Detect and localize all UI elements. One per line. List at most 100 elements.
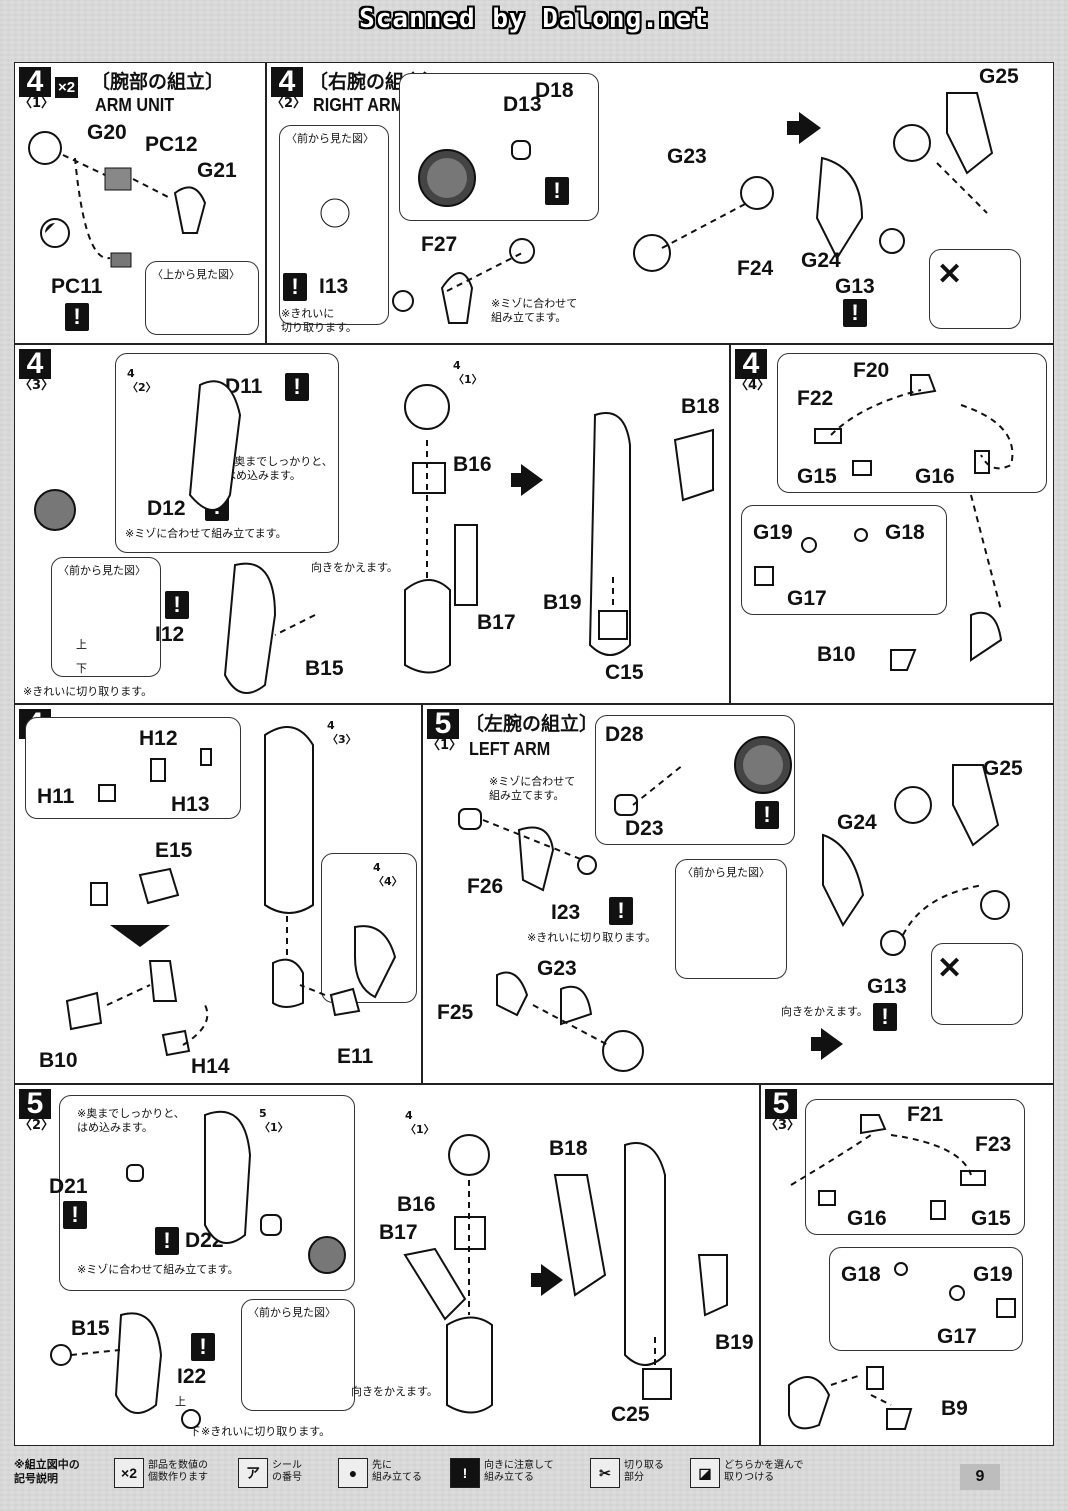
note-turn: 向きをかえます。 [781,1005,868,1018]
note-press: ※奥までしっかりと、 はめ込みます。 [225,455,333,482]
part-label: G24 [801,249,841,272]
part-label: B19 [543,591,582,614]
part-label: B15 [71,1317,110,1340]
inset-lower [829,1247,1023,1351]
part-label: B15 [305,657,344,680]
part-diagram [34,380,714,694]
front-view-inset: 〈前から見た図〉 [241,1299,355,1411]
part-diagram [50,1110,728,1429]
part-label: F23 [975,1133,1012,1156]
part-label: F27 [421,233,458,256]
part-label: I23 [551,901,581,924]
step-marker: 4〈1〉 [19,65,55,111]
part-label: F22 [797,387,834,410]
caution-icon: ! [609,897,633,925]
part-label: C25 [611,1403,650,1426]
part-diagram [458,736,1010,1072]
part-label: G25 [983,757,1023,780]
caution-icon: ! [165,591,189,619]
part-label: G18 [885,521,925,544]
panel-step-4-5: 4〈5〉 H12 H11 H13 E15 B10 H14 E11 4 〈3〉 4… [14,704,422,1084]
caution-icon: ! [545,177,569,205]
part-label: G17 [937,1325,977,1348]
panel-step-4-4: 4〈4〉 F20 F22 G15 G16 G19 G18 G17 B10 [730,344,1054,704]
part-label: D11 [225,375,263,398]
sticker-icon: ア [238,1458,268,1488]
panel-step-5-3: 5〈3〉 F21 F23 G16 G15 G18 G19 G17 B9 [760,1084,1054,1446]
part-label: G17 [787,587,827,610]
part-label: B9 [941,1397,968,1420]
part-label: G15 [797,465,837,488]
flow-arrow-bar [531,1273,543,1287]
caution-icon: ! [450,1458,480,1488]
part-label: B19 [715,1331,754,1354]
panel-step-5-2: 5〈2〉 ※奥までしっかりと、 はめ込みます。 5 〈1〉 D21 ! ! D2… [14,1084,760,1446]
part-diagram [65,726,397,1057]
page-number: 9 [960,1464,1000,1490]
flow-arrow [821,1028,843,1060]
part-label: B18 [549,1137,588,1160]
top-view-inset: 〈上から見た図〉 [145,261,259,335]
hand-inset [25,717,241,819]
step-marker: 5〈3〉 [765,1087,801,1133]
reference-step: 4 〈1〉 [453,359,483,386]
part-diagram [28,131,207,268]
part-label: G25 [979,65,1019,88]
step-marker: 4〈2〉 [271,65,307,111]
part-label: H11 [37,785,75,808]
note-turn: 向きをかえます。 [311,561,398,574]
wrong-orientation-inset [929,249,1021,329]
step-marker: 5〈2〉 [19,1087,55,1133]
flow-arrow-bar [811,1037,823,1051]
part-label: G24 [837,811,877,834]
caution-icon: ! [283,273,307,301]
part-label: G19 [973,1263,1013,1286]
part-label: C15 [605,661,644,684]
panel-step-4-1: 4〈1〉 ×2 〔腕部の組立〕 ARM UNIT G20 PC12 G21 PC… [14,62,266,344]
part-diagram [320,92,994,324]
panel-step-5-1: 5〈1〉 〔左腕の組立〕 LEFT ARM D28 D23 ! ※ミゾに合わせて… [422,704,1054,1084]
part-label: D21 [49,1175,88,1198]
part-label: D28 [605,723,644,746]
part-label: G19 [753,521,793,544]
part-label: F24 [737,257,774,280]
part-label: E15 [155,839,193,862]
part-label: G13 [867,975,907,998]
part-label: G23 [537,957,577,980]
part-label: B10 [817,643,856,666]
part-label: PC11 [51,275,103,298]
note-groove: ※ミゾに合わせて組み立てます。 [77,1263,239,1276]
inset-lower [741,505,947,615]
inset-upper [805,1099,1025,1235]
part-label: F20 [853,359,890,382]
part-label: G18 [841,1263,881,1286]
caution-icon: ! [285,373,309,401]
wrong-mark-icon: ✕ [937,952,963,985]
note-groove: ※ミゾに合わせて 組み立てます。 [489,775,576,802]
part-label: PC12 [145,133,198,156]
panel-step-4-2: 4〈2〉 〔右腕の組立〕 RIGHT ARM 〈前から見た図〉 D13 D18 … [266,62,1054,344]
part-label: G15 [971,1207,1011,1230]
preassemble-icon: ● [338,1458,368,1488]
caution-icon: ! [155,1227,179,1255]
multiplier-badge: ×2 [55,77,79,98]
part-label: D23 [625,817,664,840]
note-cut: ※きれいに切り取ります。 [23,685,153,698]
part-label: D13 [503,93,542,116]
jp-title: 〔左腕の組立〕 [465,713,599,735]
front-view-inset: 〈前から見た図〉 [675,859,787,979]
part-label: I13 [319,275,349,298]
part-label: F25 [437,1001,474,1024]
part-label: H12 [139,727,178,750]
part-label: G23 [667,145,707,168]
part-label: G20 [87,121,127,144]
part-label: E11 [337,1045,374,1068]
watermark: Scanned by Dalong.net [359,4,709,34]
step-marker: 4〈4〉 [735,347,771,393]
part-label: B10 [39,1049,78,1072]
panel-step-4-3: 4〈3〉 4 〈2〉 D11 D12 ! ! ※奥までしっかりと、 はめ込みます… [14,344,730,704]
reference-step: 4 〈3〉 [327,719,357,746]
note-cut: ※きれいに 切り取ります。 [281,307,357,334]
part-label: D18 [535,79,574,102]
